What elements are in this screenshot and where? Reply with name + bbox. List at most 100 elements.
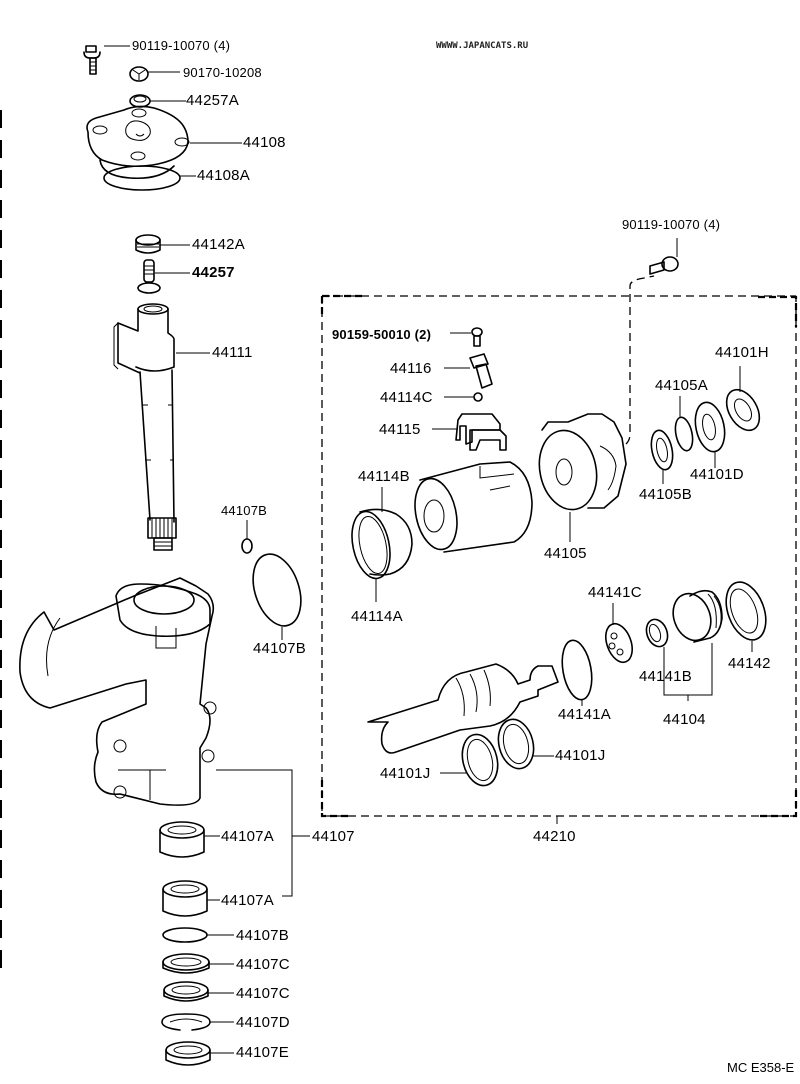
plug-44142A-drawing <box>135 234 161 254</box>
valve-shaft-44111-drawing <box>113 303 177 551</box>
snapring-44107D-drawing <box>161 1013 211 1031</box>
gear-housing-drawing <box>19 577 217 806</box>
margin-tick <box>0 290 2 308</box>
label-44142A: 44142A <box>192 236 245 253</box>
label-44107C-2: 44107C <box>236 985 290 1002</box>
margin-marks <box>0 110 2 968</box>
label-44101D: 44101D <box>690 466 744 483</box>
label-44101J-1: 44101J <box>380 765 431 782</box>
housing-44105-drawing <box>538 413 627 511</box>
label-44114C: 44114C <box>380 389 433 406</box>
label-44141C: 44141C <box>588 584 642 601</box>
oring-44105A-drawing <box>674 416 694 452</box>
screw-small-drawing <box>471 327 483 347</box>
label-44105B: 44105B <box>639 486 692 503</box>
label-44107: 44107 <box>312 828 355 845</box>
spool-shaft-drawing <box>367 663 559 754</box>
seal-44114A-drawing <box>351 508 413 580</box>
label-44108: 44108 <box>243 134 286 151</box>
label-screw-small: 90159-50010 (2) <box>332 327 432 342</box>
watermark: WWWW.JAPANCATS.RU <box>436 41 529 51</box>
margin-tick <box>0 740 2 758</box>
label-44107D: 44107D <box>236 1014 290 1031</box>
margin-tick <box>0 950 2 968</box>
margin-tick <box>0 410 2 428</box>
rings-44101J-drawing <box>461 718 535 787</box>
cylinder-end-44104-drawing <box>672 589 723 643</box>
margin-tick <box>0 860 2 878</box>
nut-top-drawing <box>129 66 149 82</box>
label-44111: 44111 <box>212 344 253 361</box>
oring-44107B-bottom-drawing <box>162 927 208 943</box>
margin-tick <box>0 140 2 158</box>
bearing-44101H-drawing <box>725 388 761 432</box>
cover-44108-drawing <box>86 105 190 180</box>
label-nut-top: 90170-10208 <box>183 65 262 80</box>
label-bolt-right: 90119-10070 (4) <box>622 217 721 232</box>
margin-tick <box>0 200 2 218</box>
label-44108A: 44108A <box>197 167 250 184</box>
label-44107B-small: 44107B <box>221 503 268 518</box>
clip-44115-drawing <box>455 413 507 451</box>
label-44115: 44115 <box>379 421 421 438</box>
bolt-right-drawing <box>649 238 679 275</box>
label-44101J-2: 44101J <box>555 747 606 764</box>
margin-tick <box>0 470 2 488</box>
ball-44114C-drawing <box>473 392 483 402</box>
label-44141A: 44141A <box>558 706 611 723</box>
assembly-corner-marks <box>320 294 798 818</box>
margin-tick <box>0 500 2 518</box>
orings-44107B-drawing <box>241 538 302 627</box>
margin-tick <box>0 650 2 668</box>
washer-44101D-drawing <box>694 401 726 453</box>
margin-tick <box>0 440 2 458</box>
label-44107B-ring: 44107B <box>236 927 289 944</box>
margin-tick <box>0 620 2 638</box>
diagram-code: MC E358-E <box>727 1060 795 1075</box>
bearing-44141C-drawing <box>605 622 633 664</box>
seal-44107E-drawing <box>165 1041 211 1066</box>
label-44107B-large: 44107B <box>253 640 306 657</box>
margin-tick <box>0 320 2 338</box>
margin-tick <box>0 380 2 398</box>
oring-44108A-drawing <box>103 165 181 191</box>
label-44210: 44210 <box>533 828 576 845</box>
retainer-44116-drawing <box>469 353 493 389</box>
margin-tick <box>0 350 2 368</box>
margin-tick <box>0 680 2 698</box>
label-44142: 44142 <box>728 655 771 672</box>
seal-44105B-drawing <box>650 429 674 471</box>
label-44141B: 44141B <box>639 668 692 685</box>
locknut-44142-drawing <box>725 581 767 641</box>
screw-44257-drawing <box>137 259 161 294</box>
bearing-44107A-1-drawing <box>159 821 205 858</box>
label-44114A: 44114A <box>351 608 403 625</box>
washer-44257A-drawing <box>129 94 151 108</box>
bolt-right-path <box>625 275 655 445</box>
oring-44141A-drawing <box>561 639 593 701</box>
margin-tick <box>0 170 2 188</box>
margin-tick <box>0 770 2 788</box>
label-44107C-1: 44107C <box>236 956 290 973</box>
label-44101H: 44101H <box>715 344 769 361</box>
label-44107E: 44107E <box>236 1044 289 1061</box>
label-44105: 44105 <box>544 545 587 562</box>
margin-tick <box>0 560 2 578</box>
margin-tick <box>0 590 2 608</box>
seal-44141B-drawing <box>645 618 669 648</box>
cylinder-drawing <box>414 461 533 553</box>
seal-44107C-1-drawing <box>162 953 210 974</box>
label-bolt-top: 90119-10070 (4) <box>132 38 231 53</box>
label-44257A: 44257A <box>186 92 239 109</box>
label-44105A: 44105A <box>655 377 708 394</box>
label-44114B: 44114B <box>358 468 410 485</box>
seal-44107C-2-drawing <box>163 981 209 1002</box>
label-44107A-1: 44107A <box>221 828 274 845</box>
bearing-44107A-2-drawing <box>162 880 208 917</box>
margin-tick <box>0 230 2 248</box>
margin-tick <box>0 530 2 548</box>
margin-tick <box>0 890 2 908</box>
bracket-44107 <box>216 769 293 897</box>
